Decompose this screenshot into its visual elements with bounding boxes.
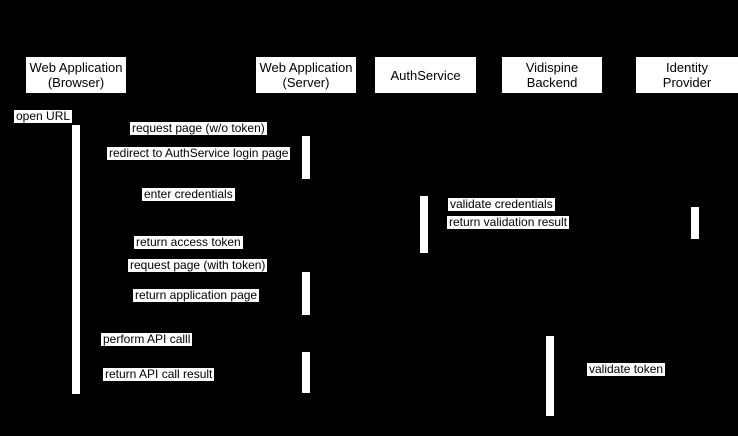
message-return-validation-result: return validation result bbox=[447, 215, 570, 229]
message-redirect-to-authservice-login: redirect to AuthService login page bbox=[107, 146, 291, 160]
activation-bar-browser bbox=[72, 125, 80, 394]
activation-bar-server-1 bbox=[302, 136, 310, 179]
participant-web-application-browser: Web Application (Browser) bbox=[26, 57, 126, 93]
message-request-page-with-token: request page (with token) bbox=[128, 258, 268, 272]
message-request-page-wo-token: request page (w/o token) bbox=[130, 121, 267, 135]
message-validate-token: validate token bbox=[587, 362, 666, 376]
participant-identity-provider: Identity Provider bbox=[636, 57, 738, 93]
activation-bar-server-3 bbox=[302, 352, 310, 393]
participant-vidispine-backend: Vidispine Backend bbox=[502, 57, 602, 93]
message-open-url: open URL bbox=[14, 109, 73, 123]
participant-authservice: AuthService bbox=[375, 57, 476, 93]
activation-bar-server-2 bbox=[302, 272, 310, 315]
message-validate-credentials: validate credentials bbox=[448, 197, 555, 211]
activation-bar-authservice bbox=[420, 196, 428, 253]
activation-bar-identity-provider bbox=[691, 207, 699, 239]
message-enter-credentials: enter credentials bbox=[142, 187, 235, 201]
message-perform-api-call: perform API calll bbox=[101, 332, 193, 346]
participant-web-application-server: Web Application (Server) bbox=[256, 57, 356, 93]
message-return-api-call-result: return API call result bbox=[103, 367, 215, 381]
activation-bar-vidispine bbox=[546, 336, 554, 416]
message-return-access-token: return access token bbox=[134, 235, 243, 249]
message-return-application-page: return application page bbox=[133, 288, 260, 302]
